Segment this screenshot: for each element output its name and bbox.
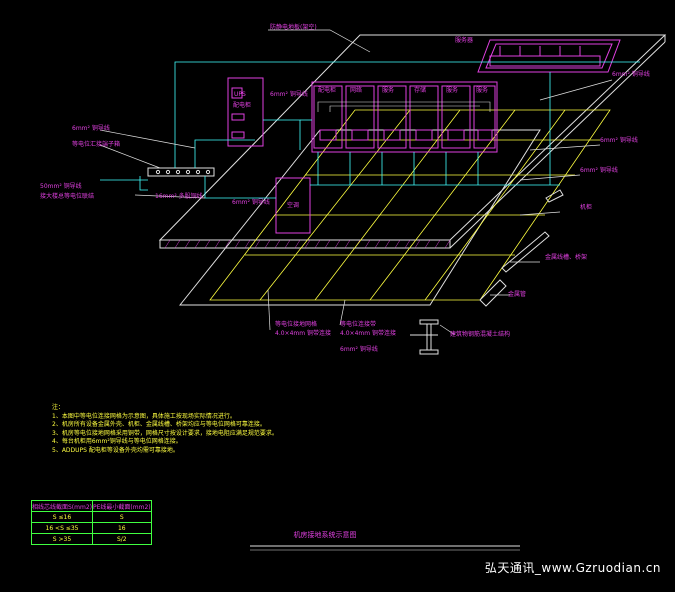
table-row: S >35 S/2 bbox=[31, 533, 152, 545]
table-cell: S bbox=[92, 511, 152, 523]
cabinet-label-4: 存储 bbox=[414, 87, 427, 94]
label-bus-bar: 等电位汇接端子箱 bbox=[72, 141, 121, 148]
label-cable-50: 50mm² 铜导线 bbox=[40, 183, 82, 190]
ac-cabinet bbox=[275, 177, 311, 234]
table-row: 16 <S ≤35 16 bbox=[31, 522, 152, 534]
trays bbox=[479, 189, 564, 307]
cyan-wires bbox=[100, 61, 640, 199]
notes-block: 注： 1、本图中等电位连接网格为示意图，具体施工按现场实际情况进行。 2、机房所… bbox=[52, 404, 278, 456]
label-cable-mid: 6mm² 铜导线 bbox=[232, 199, 270, 206]
label-cable-left: 6mm² 铜导线 bbox=[72, 125, 110, 132]
leader-lines bbox=[99, 29, 613, 336]
label-top-callout: 防静电地板(架空) bbox=[270, 24, 317, 31]
label-frame-right: 机柜 bbox=[580, 204, 593, 211]
note-item: 3、机房等电位接地网格采用铜带，网格尺寸按设计要求，接地电阻应满足规范要求。 bbox=[52, 429, 278, 437]
label-grid-note1: 等电位接地网格 bbox=[275, 321, 318, 328]
bus-bar bbox=[147, 167, 215, 177]
cabinet-label-1: 配电柜 bbox=[318, 87, 337, 94]
label-ups-cable: 6mm² 铜导线 bbox=[270, 91, 308, 98]
label-ups: UPS bbox=[234, 91, 246, 98]
label-beam: 建筑物钢筋混凝土结构 bbox=[450, 331, 511, 338]
note-item: 4、每台机柜用6mm²铜导线与等电位网格连接。 bbox=[52, 438, 182, 446]
cabinet-label-6: 服务 bbox=[476, 87, 489, 94]
watermark: 弘天通讯_www.Gzruodian.cn bbox=[484, 561, 661, 575]
label-grid-note2b: 4.0×4mm 铜带连接 bbox=[340, 330, 396, 337]
label-grid-note2c: 6mm² 铜导线 bbox=[340, 346, 378, 353]
label-cable-50-sub: 接大楼总等电位联结 bbox=[40, 193, 95, 200]
cabinet-label-3: 服务 bbox=[382, 87, 395, 94]
label-cable-right2: 6mm² 铜导线 bbox=[580, 167, 618, 174]
label-grid-note1b: 4.0×4mm 铜带连接 bbox=[275, 330, 331, 337]
cabinet-label-5: 服务 bbox=[446, 87, 459, 94]
label-grid-note2: 等电位连接带 bbox=[340, 321, 377, 328]
label-rack: 服务器 bbox=[455, 37, 474, 44]
note-item: 2、机房所有设备金属外壳、机柜、金属线槽、桥架均应与等电位网格可靠连接。 bbox=[52, 421, 266, 429]
label-bracket3: 金属管 bbox=[508, 291, 527, 298]
label-ac: 空调 bbox=[287, 202, 300, 209]
table-cell: S >35 bbox=[31, 533, 93, 545]
label-bracket2: 金属线槽、桥架 bbox=[545, 254, 588, 261]
lower-slab bbox=[178, 129, 541, 306]
drawing-title: 机房接地系统示意图 bbox=[293, 531, 357, 539]
cabinet-row bbox=[311, 81, 498, 153]
notes-title: 注： bbox=[52, 404, 65, 411]
slab-hatch bbox=[164, 239, 451, 249]
equipotential-grid bbox=[209, 109, 611, 301]
ups-cabinet bbox=[227, 77, 264, 147]
label-cable-16: 16mm² 多股铜线 bbox=[155, 193, 203, 200]
label-ups-sub: 配电柜 bbox=[233, 102, 252, 109]
note-item: 1、本图中等电位连接网格为示意图，具体施工按现场实际情况进行。 bbox=[52, 412, 236, 420]
cabinet-label-2: 网络 bbox=[350, 87, 363, 94]
note-item: 5、ADDUPS 配电柜等设备外壳均需可靠接地。 bbox=[52, 446, 179, 454]
pe-table: 相线芯线截面S(mm2) PE线最小截面(mm2) S ≤16 S 16 <S … bbox=[31, 500, 152, 545]
label-cable-right0: 6mm² 铜导线 bbox=[612, 71, 650, 78]
label-cable-right1: 6mm² 铜导线 bbox=[600, 137, 638, 144]
server-rack bbox=[477, 39, 621, 73]
table-cell: S/2 bbox=[92, 533, 152, 545]
steel-beam bbox=[410, 319, 439, 355]
